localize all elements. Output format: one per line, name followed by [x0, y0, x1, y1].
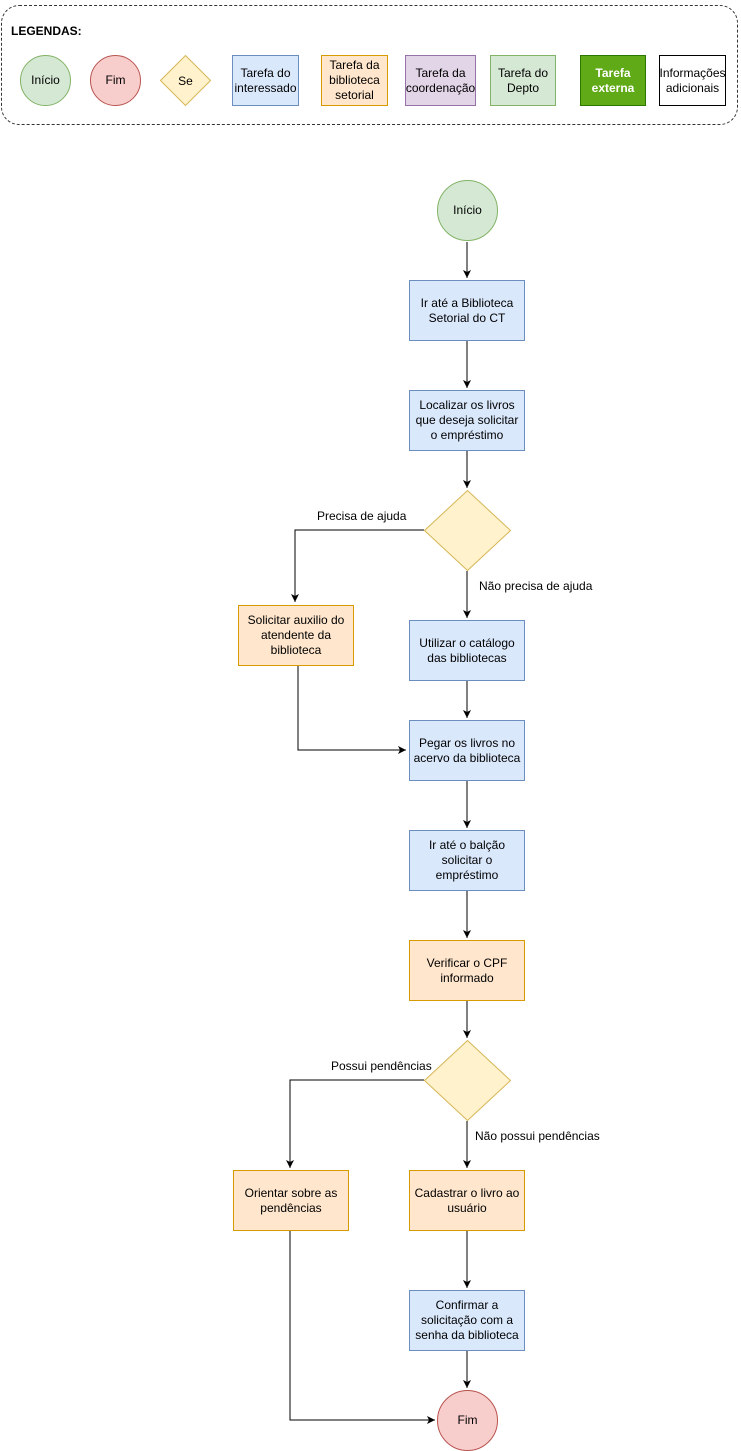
legend-panel: [1, 5, 738, 125]
task-guide-pending: Orientar sobre as pendências: [233, 1170, 349, 1231]
decision-pending: [424, 1040, 511, 1121]
end-node: Fim: [437, 1390, 498, 1451]
task-get-books: Pegar os livros no acervo da biblioteca: [409, 720, 525, 781]
task-verify-cpf: Verificar o CPF informado: [409, 940, 525, 1001]
legend-externa-shape: Tarefa externa: [580, 55, 646, 106]
legend-biblioteca-shape: Tarefa da biblioteca setorial: [321, 55, 388, 106]
task-use-catalog: Utilizar o catálogo das bibliotecas: [409, 620, 525, 681]
start-node: Início: [437, 180, 498, 241]
legend-interessado-shape: Tarefa do interessado: [232, 55, 299, 106]
edge-pending-to-end: [289, 1231, 435, 1424]
task-go-library: Ir até a Biblioteca Setorial do CT: [409, 280, 525, 341]
decision-needs-help: [424, 490, 511, 571]
legend-end-shape: Fim: [90, 55, 141, 106]
label-no-pending: Não possui pendências: [475, 1129, 600, 1143]
label-has-pending: Possui pendências: [331, 1059, 432, 1073]
legend-info-shape: Informações adicionais: [659, 55, 726, 106]
task-go-counter: Ir até o balção solicitar o empréstimo: [409, 830, 525, 891]
task-confirm: Confirmar a solicitação com a senha da b…: [409, 1290, 525, 1351]
edge-has-pending: [286, 1079, 424, 1168]
legend-depto-shape: Tarefa do Depto: [490, 55, 556, 106]
legend-coordenacao-shape: Tarefa da coordenação: [405, 55, 476, 106]
task-locate-books: Localizar os livros que deseja solicitar…: [409, 390, 525, 451]
edge-needs-help: [291, 529, 424, 602]
legend-title: LEGENDAS:: [11, 24, 82, 38]
task-register-book: Cadastrar o livro ao usuário: [409, 1170, 525, 1231]
legend-decision-shape: Se: [160, 55, 211, 106]
legend-start-shape: Início: [20, 55, 71, 106]
label-needs-help: Precisa de ajuda: [317, 509, 407, 523]
task-ask-help: Solicitar auxilio do atendente da biblio…: [238, 605, 354, 666]
label-no-help: Não precisa de ajuda: [479, 579, 593, 593]
edge-help-to-get: [297, 666, 406, 754]
